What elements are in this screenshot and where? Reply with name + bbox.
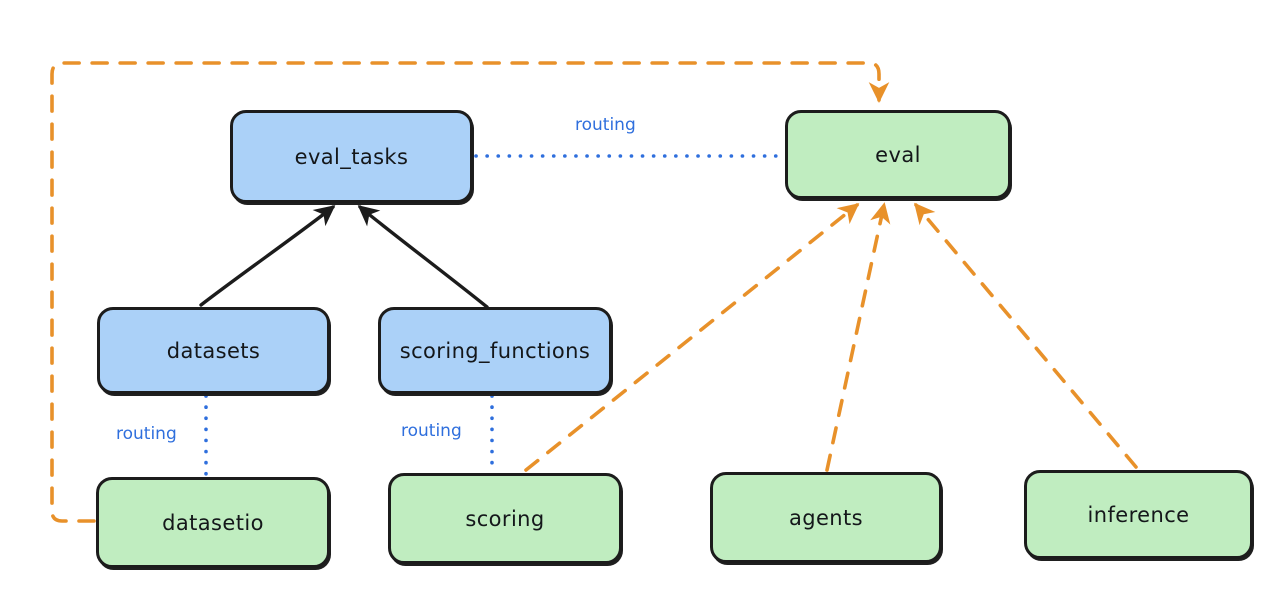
node-label-agents: agents (788, 505, 863, 530)
edge-datasetio-to-eval (50, 61, 890, 523)
node-label-inference: inference (1087, 502, 1190, 527)
node-datasetio[interactable]: datasetio (96, 477, 330, 568)
node-label-scoring: scoring (465, 506, 545, 531)
edge-datasets-to-eval-tasks (199, 205, 336, 307)
node-label-eval-tasks: eval_tasks (294, 144, 409, 169)
node-eval[interactable]: eval (785, 110, 1011, 199)
node-inference[interactable]: inference (1024, 470, 1253, 559)
node-label-datasets: datasets (166, 338, 261, 363)
node-label-datasetio: datasetio (162, 510, 264, 535)
edge-label-routing-eval-tasks-eval: routing (573, 115, 638, 135)
edge-scoring-functions-to-eval-tasks (357, 205, 489, 309)
node-scoring[interactable]: scoring (388, 473, 622, 564)
edge-agents-to-eval (825, 202, 891, 472)
node-label-scoring-functions: scoring_functions (399, 338, 591, 363)
node-agents[interactable]: agents (710, 472, 942, 563)
edge-label-routing-datasets-datasetio: routing (114, 424, 179, 444)
node-eval-tasks[interactable]: eval_tasks (230, 110, 473, 203)
edge-label-routing-scoring-functions-scoring: routing (399, 421, 464, 441)
edge-scoring-to-eval (524, 203, 860, 472)
node-label-eval: eval (875, 142, 921, 167)
edge-inference-to-eval (914, 202, 1138, 469)
node-datasets[interactable]: datasets (97, 307, 330, 394)
node-scoring-functions[interactable]: scoring_functions (378, 307, 612, 394)
